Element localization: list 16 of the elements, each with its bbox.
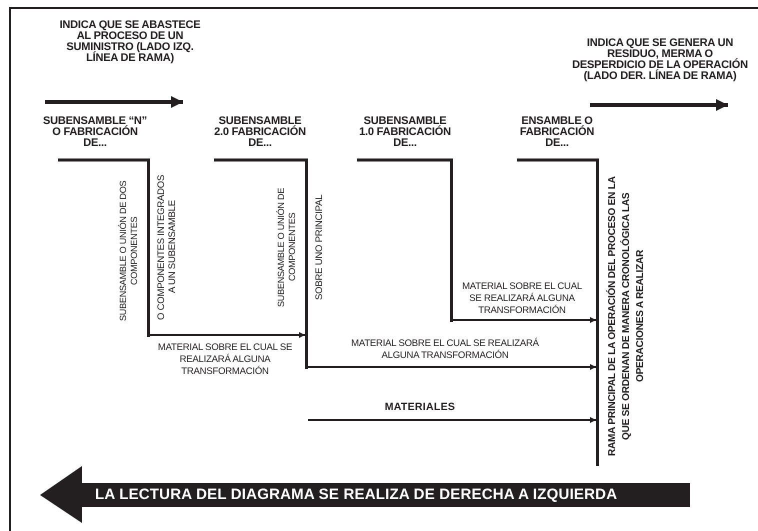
arrow: [452, 317, 596, 323]
branch-note: SUBENSAMBLE O UNIÓN DE DOS COMPONENTES: [118, 180, 140, 324]
arrow: [306, 364, 596, 370]
branch-heading: ENSAMBLE O FABRICACIÓN DE...: [518, 116, 596, 149]
note: INDICA QUE SE GENERA UN RESIDUO, MERMA O DESPERDICIO DE LA OPERACIÓN (LADO DER. LÍNEA DE RAMA): [571, 38, 749, 82]
branch-note: SOBRE UNO PRINCIPAL: [314, 193, 326, 302]
branch-heading: SUBENSAMBLE 1.0 FABRICACIÓN DE...: [358, 116, 452, 149]
branch-heading: SUBENSAMBLE “N” O FABRICACIÓN DE...: [42, 116, 148, 149]
arrow: [308, 417, 596, 423]
note: INDICA QUE SE ABASTECE AL PROCESO DE UN SUMINISTRO (LADO IZQ. LÍNEA DE RAMA): [58, 20, 202, 64]
arrow: [148, 332, 305, 338]
branch-note: SUBENSAMBLE O UNIÓN DE COMPONENTES: [276, 186, 298, 309]
branch-note: O COMPONENTES INTEGRADOS A UN SUBENSAMBLE: [156, 173, 179, 322]
main-branch-note: RAMA PRINCIPAL DE LA OPERACIÓN DEL PROCESO EN LA QUE SE ORDENAN DE MANERA CRONOLÓGICA LAS OPERACIONES A REALIZAR: [606, 175, 647, 458]
note: LA LECTURA DEL DIAGRAMA SE REALIZA DE DERECHA A IZQUIERDA: [95, 486, 618, 504]
branch-heading: SUBENSAMBLE 2.0 FABRICACIÓN DE...: [213, 116, 307, 149]
